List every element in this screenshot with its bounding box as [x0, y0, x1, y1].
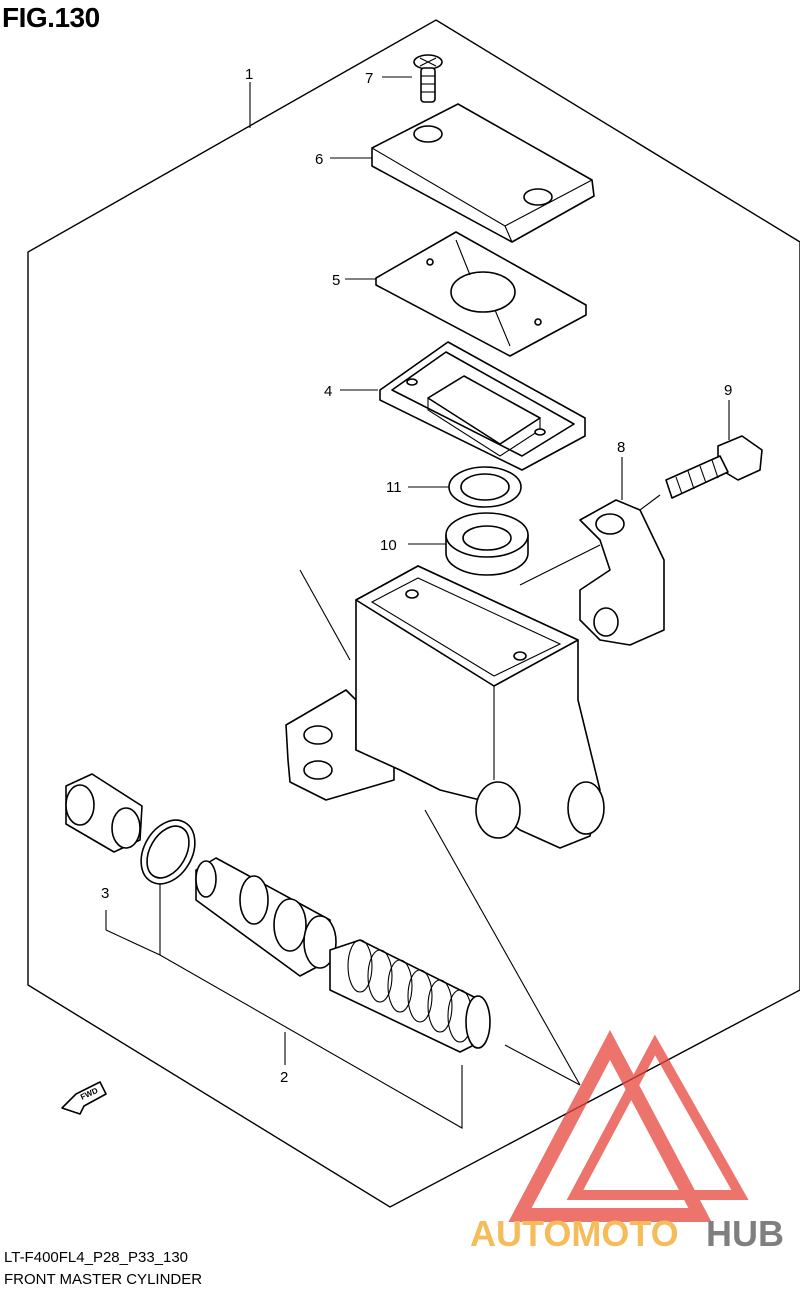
- callout-6: 6: [315, 151, 323, 168]
- circlip: [140, 819, 196, 885]
- figure-code: LT-F400FL4_P28_P33_130: [4, 1249, 189, 1266]
- callout-3: 3: [101, 885, 109, 902]
- forward-direction-badge: FWD: [61, 1081, 107, 1115]
- watermark-triangle: [508, 1030, 712, 1222]
- watermark-triangle-inner: [566, 1034, 749, 1200]
- callout-1: 1: [245, 66, 253, 83]
- callout-numbers: 1 2 3 4 5 6 7 8 9 10 11: [101, 66, 732, 1086]
- callout-7: 7: [365, 70, 373, 87]
- part-9-bolt: [665, 435, 763, 499]
- part-6-reservoir-cap: [371, 103, 595, 243]
- part-2-piston-spring: [195, 857, 491, 1053]
- callout-4: 4: [324, 383, 332, 400]
- master-cylinder-body: [285, 565, 605, 849]
- part-11-o-ring: [448, 466, 522, 508]
- part-5-plate: [375, 231, 587, 357]
- callout-9: 9: [724, 382, 732, 399]
- part-10-bushing: [445, 512, 529, 576]
- part-8-clamp: [579, 499, 665, 646]
- watermark-logo: AUTOMOTO HUB: [470, 1030, 784, 1254]
- callout-11: 11: [386, 479, 402, 496]
- figure-name: FRONT MASTER CYLINDER: [4, 1271, 203, 1288]
- figure-title: FIG.130: [2, 2, 100, 33]
- assembly-boundary: [27, 19, 800, 1208]
- callout-8: 8: [617, 439, 625, 456]
- part-7-screw: [413, 54, 443, 103]
- callout-10: 10: [380, 537, 397, 554]
- callout-2: 2: [280, 1069, 288, 1086]
- part-3-boot: [65, 773, 143, 853]
- part-4-diaphragm: [379, 341, 586, 471]
- callout-5: 5: [332, 272, 340, 289]
- watermark-text-a: AUTOMOTO: [470, 1213, 679, 1254]
- watermark-text-b: HUB: [706, 1213, 784, 1254]
